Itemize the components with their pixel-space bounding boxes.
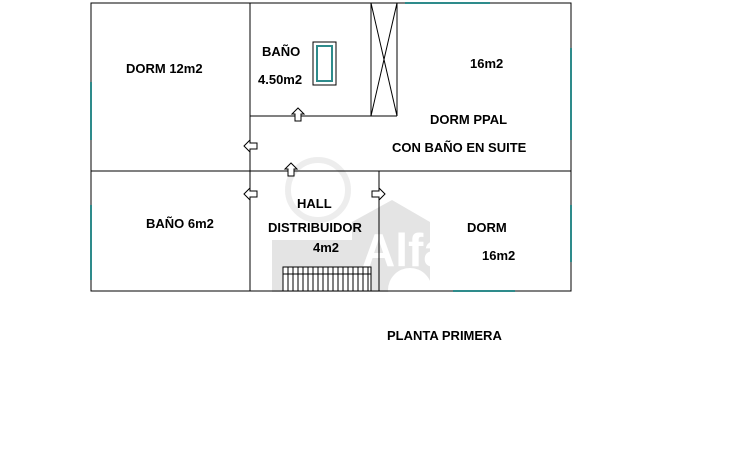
watermark-ring <box>285 157 351 223</box>
closet-diagonal-2 <box>370 2 398 117</box>
label-bano-top-area: 4.50m2 <box>258 72 302 87</box>
label-bano-top: BAÑO <box>262 44 300 59</box>
arrow-up-hall <box>283 162 299 177</box>
arrow-right-dorm <box>371 186 386 202</box>
plan-title: PLANTA PRIMERA <box>387 328 502 343</box>
watermark-dot <box>388 268 432 312</box>
arrow-left-bath6 <box>243 186 258 202</box>
label-dorm-bottom: DORM <box>467 220 507 235</box>
skylight-inner <box>316 45 333 82</box>
label-dorm-ppal: DORM PPAL <box>430 112 507 127</box>
label-hall: HALL <box>297 196 332 211</box>
stairs <box>282 266 372 292</box>
windows <box>90 2 572 292</box>
label-bano-6: BAÑO 6m2 <box>146 216 214 231</box>
label-hall-area: 4m2 <box>313 240 339 255</box>
skylight-outer <box>312 41 337 86</box>
arrow-up-bath <box>290 107 306 122</box>
label-dorm-ppal-note: CON BAÑO EN SUITE <box>392 140 527 155</box>
door-arrows <box>243 107 386 202</box>
watermark-text: Alfa <box>362 224 449 276</box>
skylight <box>312 41 337 86</box>
label-dorm-ppal-area: 16m2 <box>470 56 503 71</box>
arrow-left-dorm12 <box>243 138 258 154</box>
label-distribuidor: DISTRIBUIDOR <box>268 220 363 235</box>
label-dorm-bottom-area: 16m2 <box>482 248 515 263</box>
closet-cross <box>370 2 398 117</box>
label-dorm-12: DORM 12m2 <box>126 61 203 76</box>
